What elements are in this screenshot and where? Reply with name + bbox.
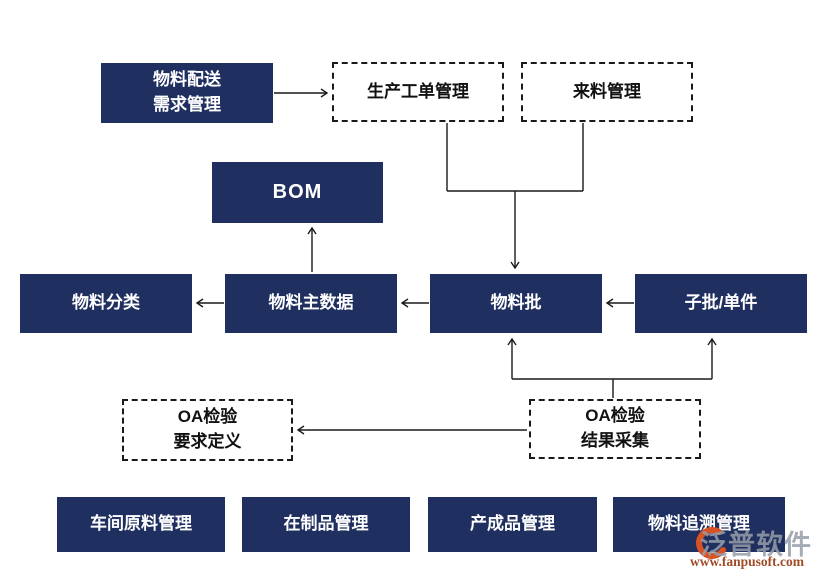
node-oa-inspection-requirement: OA检验 要求定义	[122, 399, 293, 461]
node-oa-inspection-result-collect: OA检验 结果采集	[529, 399, 701, 459]
connector-orders-merge	[446, 123, 584, 192]
node-bom: BOM	[212, 162, 383, 223]
watermark-logo-text: 泛普软件	[700, 530, 812, 560]
node-workshop-raw-material: 车间原料管理	[57, 497, 225, 552]
watermark-swoosh-icon	[696, 527, 726, 559]
node-incoming-material: 来料管理	[521, 62, 693, 122]
node-material-master-data: 物料主数据	[225, 274, 397, 333]
node-material-batch: 物料批	[430, 274, 602, 333]
node-production-work-order: 生产工单管理	[332, 62, 504, 122]
node-wip-management: 在制品管理	[242, 497, 410, 552]
node-sub-batch-unit: 子批/单件	[635, 274, 807, 333]
watermark: 泛普软件 www.fanpusoft.com	[688, 520, 820, 574]
node-material-category: 物料分类	[20, 274, 192, 333]
watermark-url: www.fanpusoft.com	[690, 554, 805, 569]
node-finished-goods: 产成品管理	[428, 497, 597, 552]
connector-collect-branch	[512, 378, 712, 398]
node-material-delivery-demand: 物料配送 需求管理	[101, 63, 273, 123]
